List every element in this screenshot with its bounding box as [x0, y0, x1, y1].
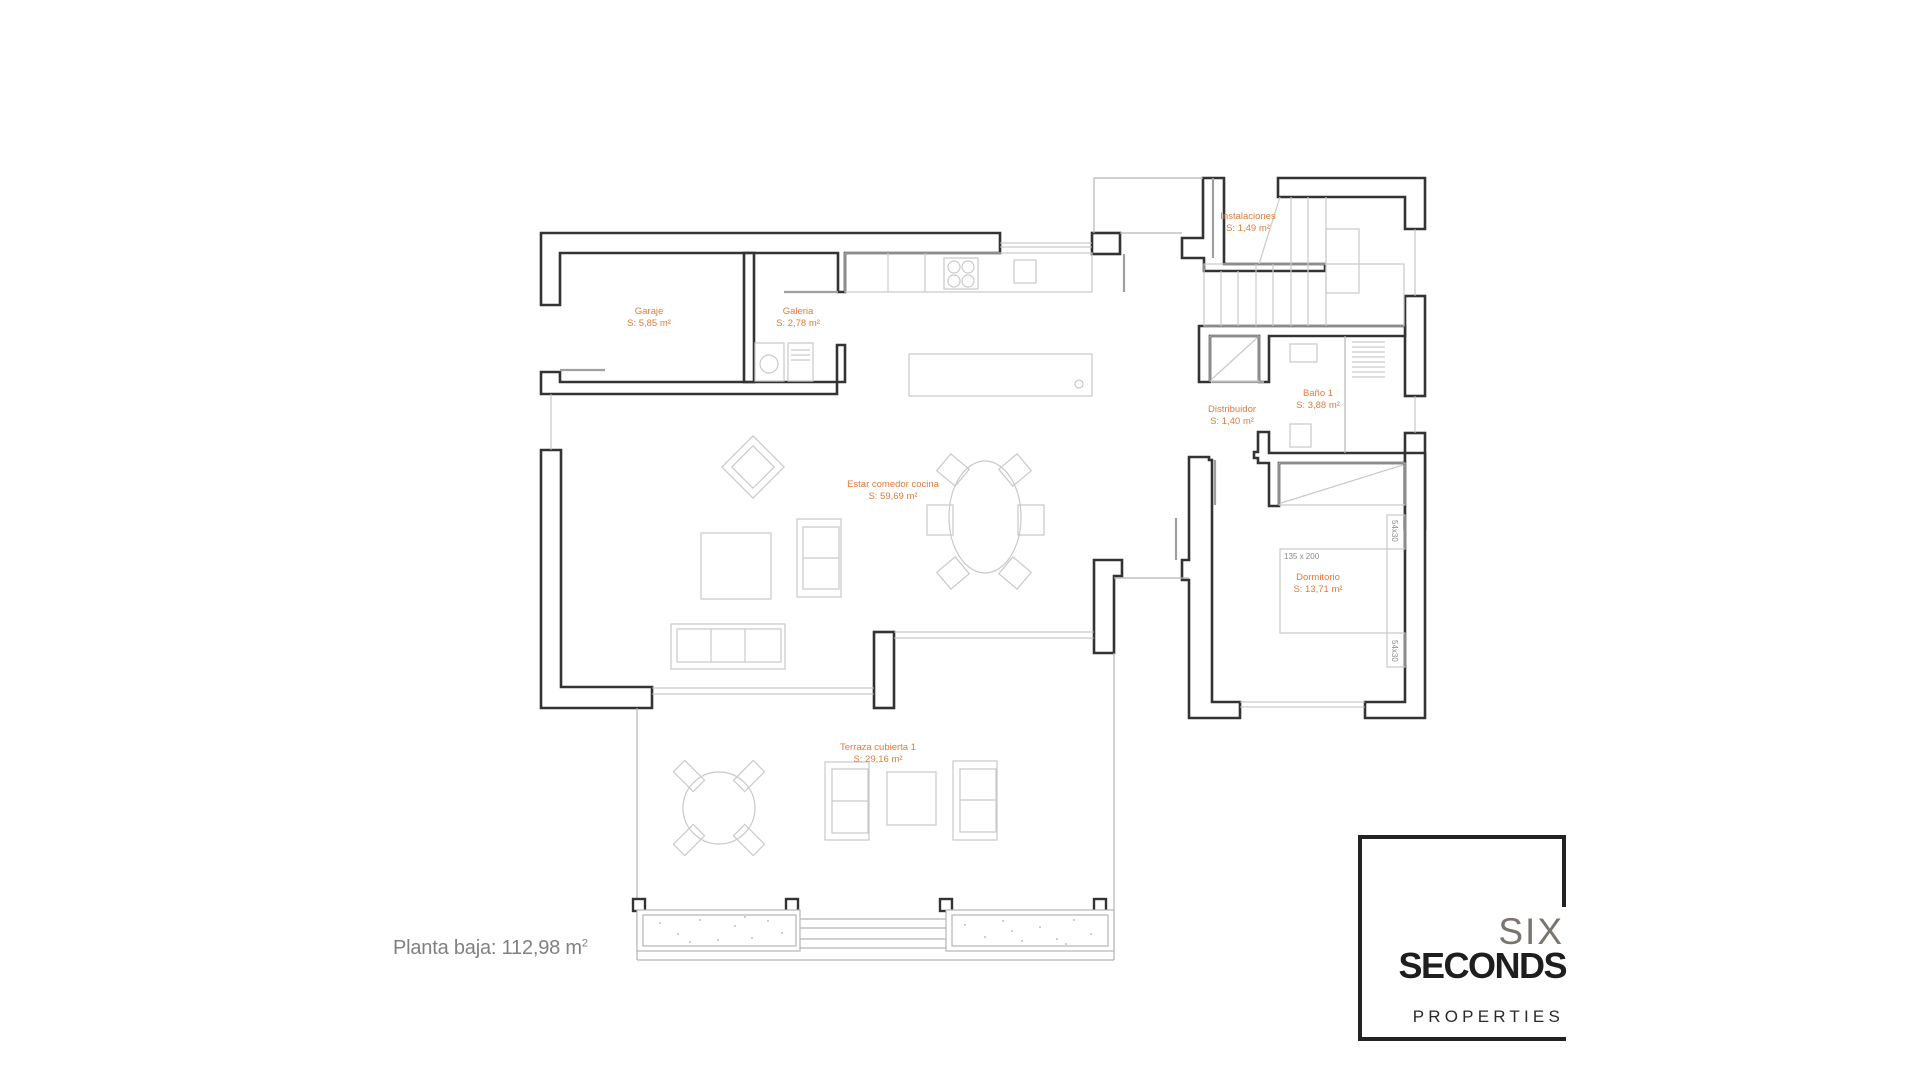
dining-chair [926, 504, 954, 536]
wall-bedroom-north [1252, 430, 1407, 508]
room-area-garaje: S: 5,85 m² [627, 318, 671, 329]
bed [1279, 548, 1388, 634]
washing-machine-drum-icon [759, 354, 779, 374]
room-label-estar-comedor-cocina: Estar comedor cocina [847, 479, 940, 490]
burner-icon [947, 260, 961, 274]
wall-garage-south [539, 343, 847, 396]
room-labels: Garaje S: 5,85 m² Galeria S: 2,78 m² Est… [627, 211, 1342, 765]
dining-chair [997, 556, 1033, 590]
sofa [670, 623, 786, 670]
terrace-column [938, 897, 954, 913]
logo-text-six: SIX [1498, 911, 1564, 952]
wall-stair-north [1276, 176, 1427, 231]
lounge-chair [824, 761, 870, 841]
wall-bedroom-west [1180, 455, 1242, 720]
room-area-terraza-cubierta-1: S: 29,16 m² [853, 754, 902, 765]
pillar-living-south [872, 630, 896, 710]
utility-sink [787, 342, 814, 382]
room-label-bano-1: Baño 1 [1303, 388, 1333, 399]
sink [1013, 259, 1037, 284]
galeria-fixtures [754, 342, 814, 382]
room-label-terraza-cubierta-1: Terraza cubierta 1 [840, 742, 916, 753]
coffee-table [700, 532, 772, 600]
wall-garage-galeria [742, 251, 756, 384]
bedroom-fixtures: 135 x 200 54x30 54x30 [1278, 462, 1406, 668]
shower-tray [1352, 341, 1385, 378]
six-seconds-logo: SIX SECONDS PROPERTIES [1358, 835, 1567, 1041]
logo-text-properties: PROPERTIES [1412, 1007, 1564, 1026]
walls [539, 176, 1427, 720]
toilet [1289, 423, 1312, 448]
dining-chair [1017, 504, 1045, 536]
closet-storage [1209, 335, 1260, 382]
room-label-instalaciones: Instalaciones [1220, 211, 1276, 222]
dining-table [948, 460, 1022, 574]
island-sink [1074, 379, 1084, 389]
terrace-chair [672, 823, 706, 857]
column-kitchen-ne [1090, 231, 1122, 256]
nightstand-top [1386, 514, 1406, 550]
steps [800, 918, 946, 949]
room-label-galeria: Galeria [783, 306, 814, 317]
kitchen-fixtures [844, 252, 1093, 397]
kitchen-counter [844, 252, 1093, 293]
nightstand-top-label: 54x30 [1390, 520, 1399, 542]
room-label-distribuidor: Distribuidor [1208, 404, 1256, 415]
logo-frame [1562, 835, 1566, 907]
windows [550, 177, 1416, 960]
lounge-chair [952, 760, 998, 841]
bed-size-label: 135 x 200 [1284, 552, 1320, 561]
total-area-superscript: 2 [581, 937, 588, 950]
terrace [631, 759, 1115, 961]
terrace-column [631, 897, 647, 913]
cooktop [943, 257, 979, 290]
wardrobe [1278, 462, 1406, 506]
terrace-column [784, 897, 800, 913]
round-table [682, 771, 756, 845]
nightstand-bottom-label: 54x30 [1390, 640, 1399, 662]
armchair-diamond [721, 435, 785, 499]
room-label-garaje: Garaje [635, 306, 664, 317]
room-area-distribuidor: S: 1,40 m² [1210, 416, 1254, 427]
dining-chair [935, 556, 971, 590]
terrace-chair [672, 759, 706, 793]
wall-living-west [539, 448, 654, 710]
room-area-dormitorio: S: 13,71 m² [1293, 584, 1342, 595]
washing-machine [754, 342, 785, 382]
armchair [796, 518, 842, 598]
room-area-galeria: S: 2,78 m² [776, 318, 820, 329]
kitchen-island [908, 353, 1093, 397]
burner-icon [947, 274, 961, 288]
dining-chair [935, 453, 971, 487]
logo-frame [1358, 835, 1566, 839]
total-area-caption: Planta baja: 112,98 m2 [393, 937, 588, 960]
wall-stair-east [1403, 294, 1427, 398]
staircase [1203, 196, 1405, 327]
bathroom-fixtures [1209, 335, 1385, 453]
room-label-dormitorio: Dormitorio [1296, 572, 1340, 583]
total-area-text: Planta baja: 112,98 m [393, 937, 582, 959]
terrace-chair [732, 823, 766, 857]
terrace-chair [732, 759, 766, 793]
terrace-column [1092, 897, 1108, 913]
nightstand-bottom [1386, 632, 1406, 668]
room-area-instalaciones: S: 1,49 m² [1226, 223, 1270, 234]
wall-north-garage-kitchen [539, 231, 1002, 307]
living-furniture [670, 435, 1045, 670]
burner-icon [961, 274, 975, 288]
wall-bedroom-east [1363, 451, 1427, 720]
room-area-bano-1: S: 3,88 m² [1296, 400, 1340, 411]
room-area-estar-comedor-cocina: S: 59,69 m² [868, 491, 917, 502]
logo-frame [1358, 1037, 1566, 1041]
logo-frame [1358, 835, 1362, 1041]
burner-icon [961, 260, 975, 274]
washbasin [1289, 343, 1318, 363]
logo-text-seconds: SECONDS [1398, 945, 1567, 986]
wall-stair-south [1197, 324, 1407, 384]
dining-chair [997, 453, 1033, 487]
terrace-coffee-table [886, 771, 937, 826]
pillar-living-east [1092, 558, 1124, 655]
doors [560, 178, 1264, 560]
